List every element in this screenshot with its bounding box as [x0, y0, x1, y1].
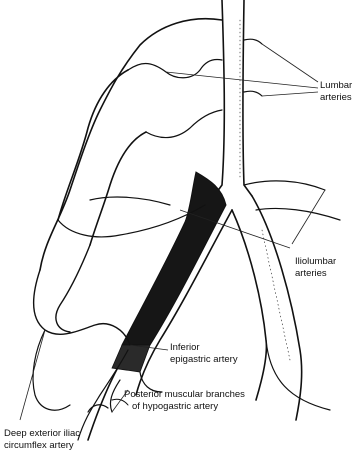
label-inferior-epigastric-artery: Inferior epigastric artery [170, 342, 238, 365]
label-deep-circumflex-artery: Deep exterior iliac circumflex artery [4, 428, 83, 451]
label-posterior-muscular-branches: Posterior muscular branches of hypogastr… [124, 389, 248, 412]
lumbar-branches [128, 39, 262, 137]
label-lumbar-arteries: Lumbar arteries [320, 80, 355, 103]
iliolumbar-branches [244, 181, 340, 220]
aorta [214, 0, 252, 196]
label-iliolumbar-arteries: Iliolumbar arteries [295, 256, 339, 279]
right-common-iliac [232, 196, 330, 420]
